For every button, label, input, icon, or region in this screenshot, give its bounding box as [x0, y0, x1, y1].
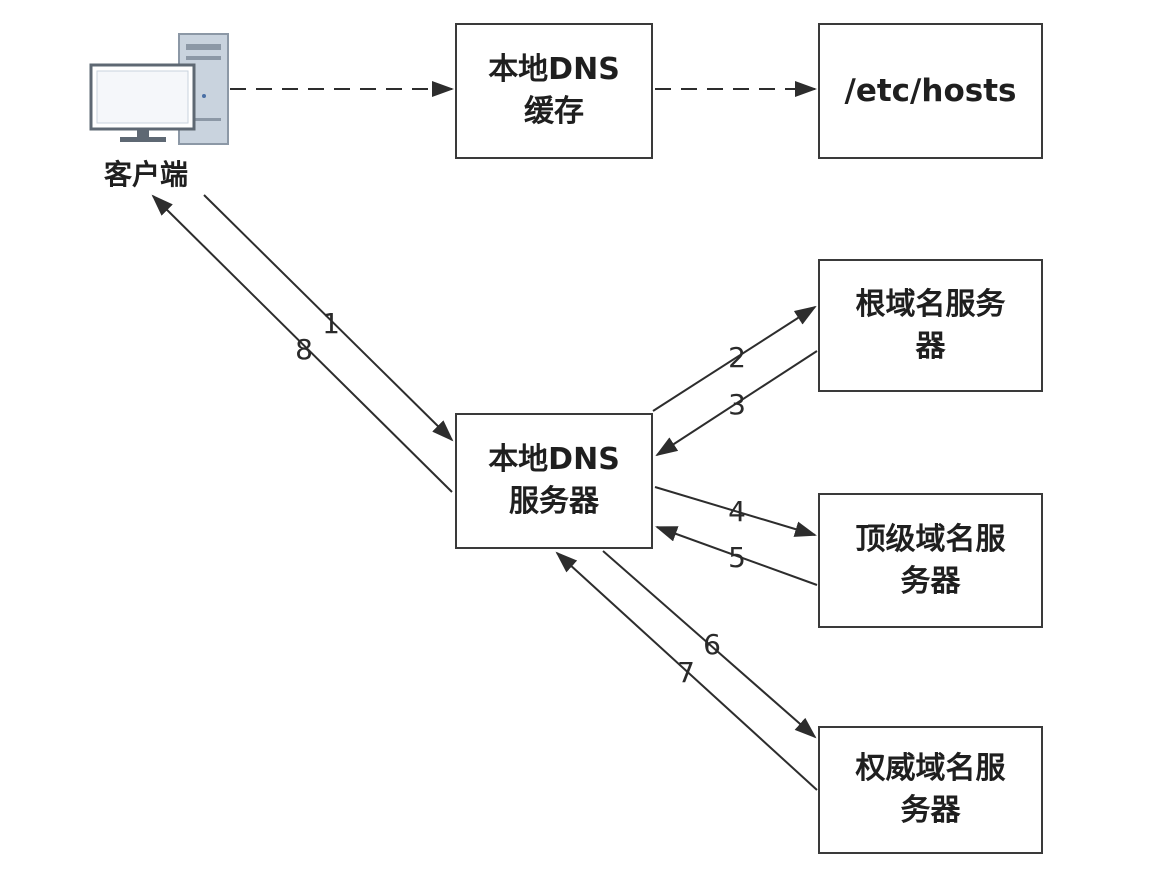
edge-step-5 [655, 526, 818, 586]
edge-step-3 [655, 350, 818, 457]
step-label-3: 3 [728, 388, 746, 421]
local-dns-server-box: 本地DNS 服务器 [455, 413, 653, 549]
local-dns-cache-box: 本地DNS 缓存 [455, 23, 653, 159]
edge-step-6 [602, 550, 817, 739]
root-name-server-box: 根域名服务 器 [818, 259, 1043, 392]
edge-step-2 [652, 305, 817, 412]
step-label-2: 2 [728, 341, 746, 374]
edge-step-4 [654, 486, 817, 537]
step-label-5: 5 [728, 541, 746, 574]
edge-step-7 [555, 551, 818, 791]
edge-step-1 [203, 194, 454, 442]
authoritative-name-server-box: 权威域名服 务器 [818, 726, 1043, 854]
step-label-6: 6 [703, 628, 721, 661]
etc-hosts-box: /etc/hosts [818, 23, 1043, 159]
step-label-7: 7 [677, 656, 695, 689]
step-label-4: 4 [728, 495, 746, 528]
tld-name-server-box: 顶级域名服 务器 [818, 493, 1043, 628]
step-label-1: 1 [322, 307, 340, 340]
desktop-computer-icon [89, 33, 229, 145]
edge-step-8 [151, 194, 453, 493]
step-label-8: 8 [295, 333, 313, 366]
client-label: 客户端 [104, 158, 189, 191]
